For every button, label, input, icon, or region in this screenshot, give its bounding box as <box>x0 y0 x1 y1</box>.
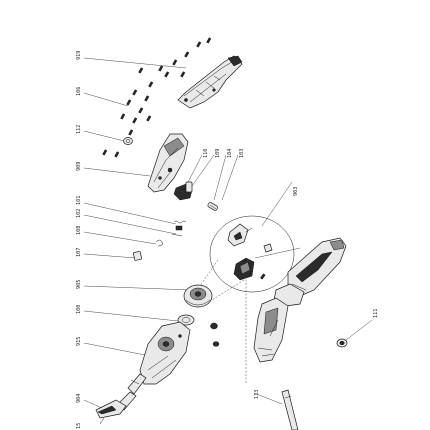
motor-housing-right <box>253 283 305 363</box>
label-15: 15 <box>76 423 82 429</box>
housing-left-909 <box>147 133 189 193</box>
label-100: 100 <box>76 305 82 314</box>
label-112: 112 <box>76 125 82 134</box>
label-107: 107 <box>76 248 82 257</box>
callout-circle-903 <box>209 215 295 293</box>
label-903: 903 <box>293 187 299 196</box>
label-905: 905 <box>76 280 82 289</box>
label-108: 108 <box>76 226 82 235</box>
label-101: 101 <box>76 196 82 205</box>
cap-small <box>210 322 220 347</box>
cutter-head-904 <box>95 399 127 425</box>
pin-102 <box>171 233 183 237</box>
hook-108 <box>155 239 163 247</box>
motor-905 <box>183 284 213 308</box>
housing-top-919 <box>177 55 243 109</box>
label-103: 103 <box>239 149 245 158</box>
battery-pack-right <box>287 237 347 297</box>
main-body-915 <box>117 321 191 411</box>
leader-lines <box>83 57 373 409</box>
label-109: 109 <box>215 149 221 158</box>
screw-set <box>102 37 212 158</box>
label-904: 904 <box>76 394 82 403</box>
clip-109 <box>185 181 193 193</box>
label-102: 102 <box>76 209 82 218</box>
rod-113 <box>281 389 299 430</box>
part-labels: 919 106 112 909 101 102 108 107 905 100 … <box>76 51 379 429</box>
label-909: 909 <box>76 162 82 171</box>
label-113: 113 <box>254 390 260 399</box>
nut-112 <box>123 137 133 145</box>
label-915: 915 <box>76 337 82 346</box>
label-106: 106 <box>76 87 82 96</box>
spring-101 <box>173 220 187 231</box>
ring-100 <box>177 314 195 326</box>
label-111: 111 <box>373 309 379 318</box>
label-104: 104 <box>227 149 233 158</box>
plate-107 <box>133 251 142 261</box>
label-110: 110 <box>203 149 209 158</box>
spring-104 <box>207 202 218 211</box>
label-919: 919 <box>76 51 82 60</box>
nut-111 <box>336 338 348 348</box>
